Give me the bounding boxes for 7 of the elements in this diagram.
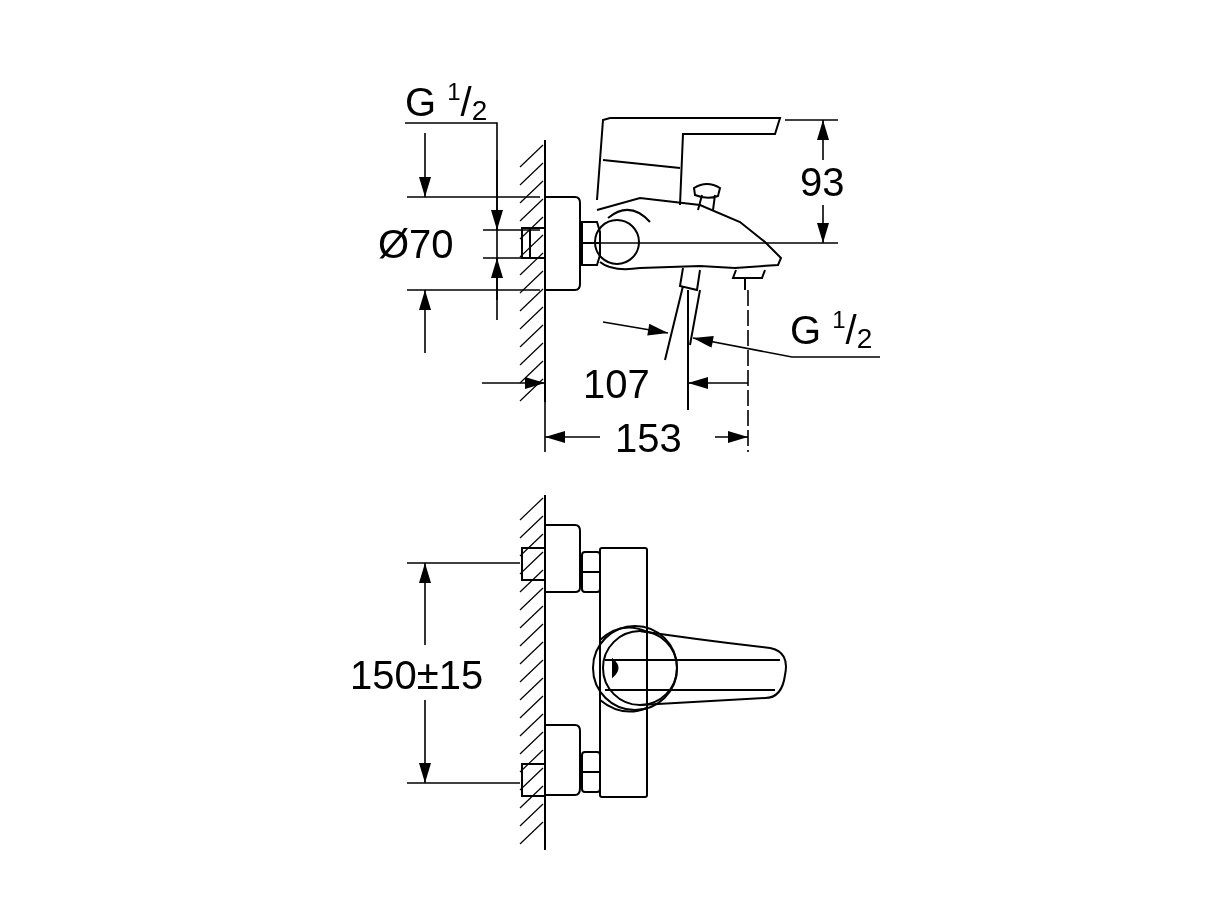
- dimension-label: 153: [615, 418, 682, 458]
- dimension-label: 107: [583, 364, 650, 404]
- dimension-label: Ø70: [378, 224, 454, 264]
- dimension-label: 150±15: [350, 655, 484, 695]
- dimension-label: 93: [800, 162, 845, 202]
- dimension-label: G $^{1}$/$_{2}$: [790, 310, 873, 350]
- dimension-label: G $^{1}$/$_{2}$: [405, 82, 488, 122]
